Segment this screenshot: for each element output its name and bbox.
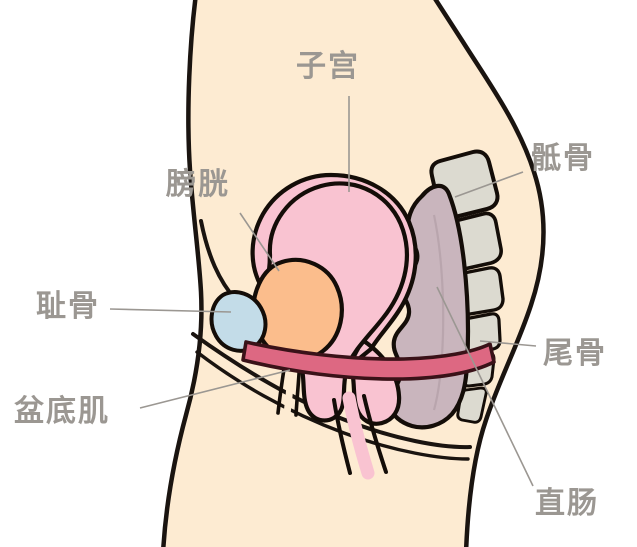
vagina-canal-2 xyxy=(362,394,388,474)
rectum-inner-fold xyxy=(432,214,445,411)
label-pubic-bone: 耻骨 xyxy=(36,290,100,323)
label-uterus: 子宫 xyxy=(296,49,360,83)
leader-line-pelvic-floor-muscle xyxy=(139,369,291,409)
pelvic-floor-muscle-group xyxy=(241,340,496,381)
vagina-canal xyxy=(332,398,352,475)
pubic-bone-shape xyxy=(209,290,268,353)
leader-line-sacrum xyxy=(454,171,524,198)
pelvic-floor-band xyxy=(241,340,496,381)
label-group: 子宫 膀胱 骶骨 耻骨 尾骨 盆底肌 直肠 xyxy=(14,49,607,520)
leader-line-bladder xyxy=(239,212,280,272)
leader-line-pubic-bone xyxy=(109,308,232,313)
leader-lines xyxy=(109,96,537,487)
perineum-crease-outer xyxy=(191,332,472,450)
pubic-bone-group xyxy=(209,290,268,353)
vagina-lumen xyxy=(342,391,375,480)
label-coccyx: 尾骨 xyxy=(543,337,607,370)
label-pelvic-floor-muscle: 盆底肌 xyxy=(14,395,110,428)
vagina-group xyxy=(332,391,388,480)
leader-line-coccyx xyxy=(479,340,537,347)
label-sacrum: 骶骨 xyxy=(531,142,595,175)
label-rectum: 直肠 xyxy=(535,487,599,520)
leader-line-rectum xyxy=(436,286,534,487)
label-bladder: 膀胱 xyxy=(165,168,230,201)
perineum-crease-inner xyxy=(195,350,470,461)
